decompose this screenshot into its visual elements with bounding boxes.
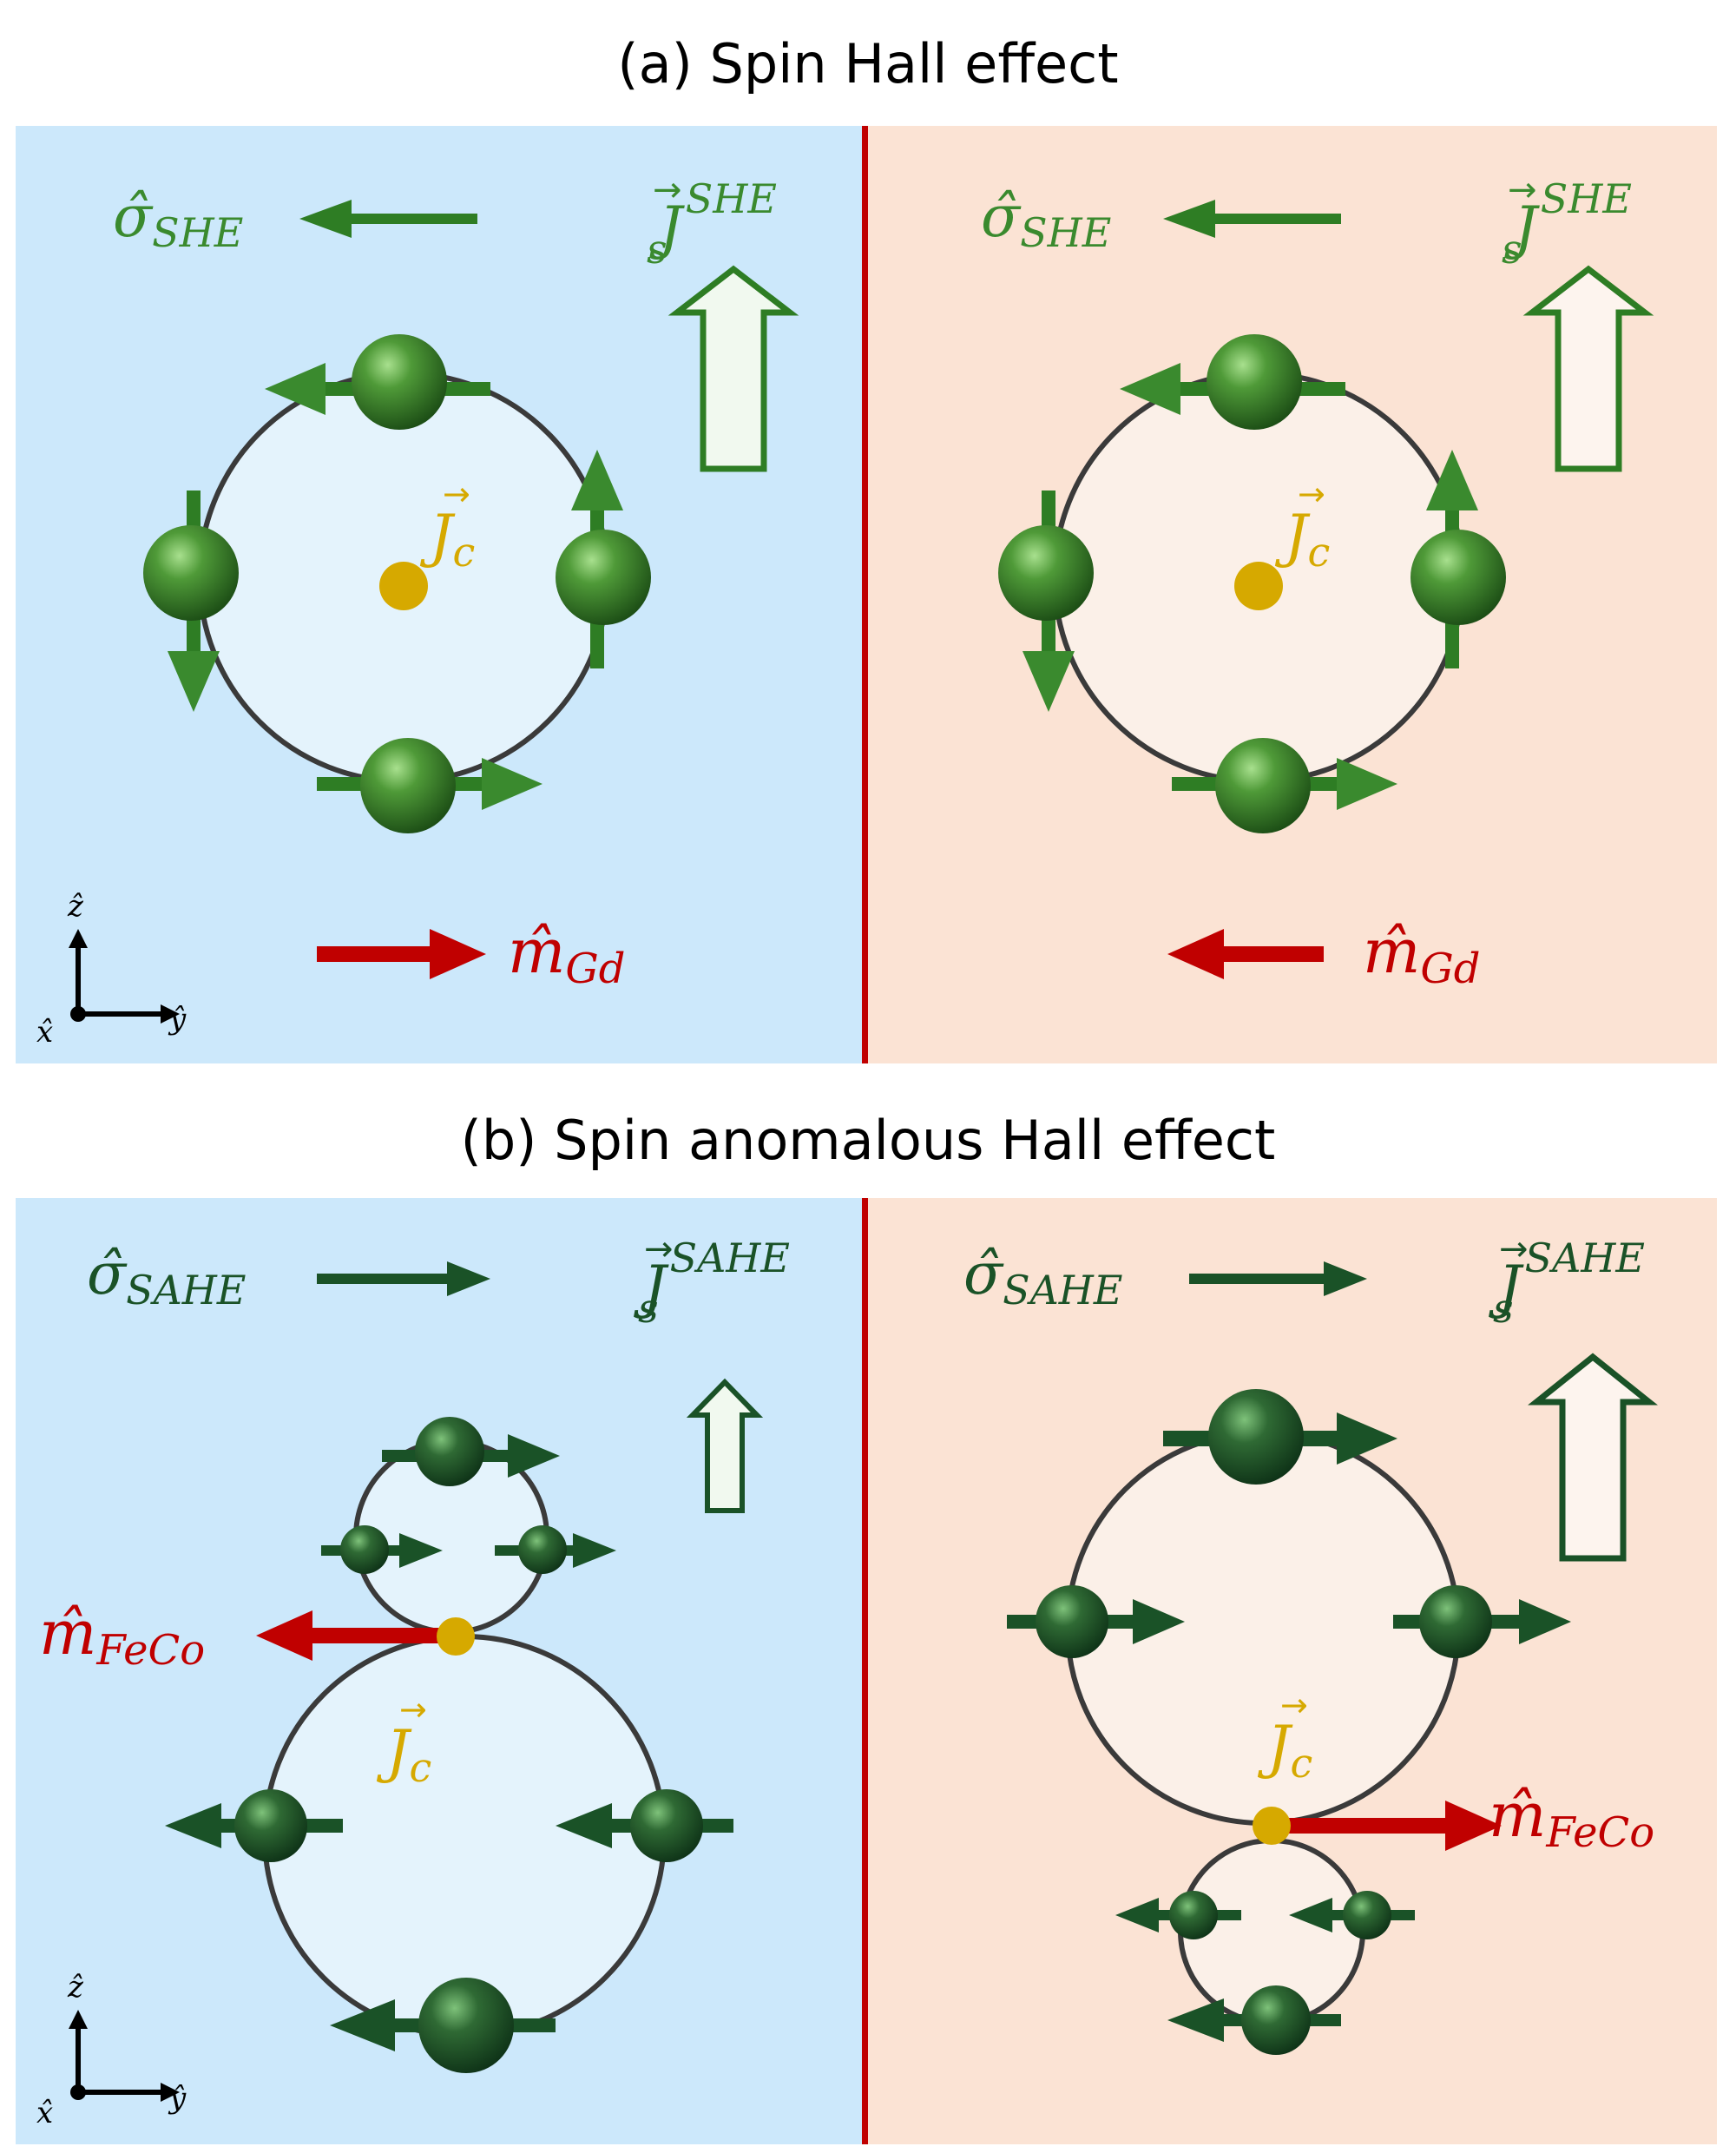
magnetization-arrow (1167, 929, 1324, 979)
magnetization-arrow (256, 1610, 456, 1661)
sigma-she-label: σ̂SHE (113, 183, 243, 256)
axis-y-label: ŷ (168, 2081, 187, 2116)
spin-electron-large-bottom (330, 1978, 556, 2073)
js-spin-current-arrow (1528, 1353, 1658, 1562)
sigma-direction-arrow (1163, 200, 1341, 238)
spin-electron-small-left (1115, 1891, 1241, 1939)
sigma-she-label: σ̂SHE (981, 183, 1111, 256)
spin-electron-small-right (495, 1525, 616, 1574)
m-feco-label: m̂FeCo (1489, 1780, 1654, 1857)
sigma-direction-arrow (1189, 1261, 1367, 1296)
spin-electron-large-right (556, 1789, 733, 1862)
spin-electron-small-left (321, 1525, 443, 1574)
coordinate-axes: ẑ ŷ x̂ (36, 889, 187, 1050)
coordinate-axes: ẑ ŷ x̂ (36, 1970, 187, 2130)
spin-electron-left (998, 491, 1094, 712)
jc-vector-arrow-glyph: → (443, 475, 470, 513)
js-spin-current-arrow (1522, 265, 1654, 472)
charge-current-dot (437, 1617, 475, 1656)
spin-electron-large-left (165, 1789, 343, 1862)
m-gd-label: m̂Gd (1363, 916, 1480, 993)
spin-electron-right (556, 450, 651, 668)
spin-electron-small-right (1289, 1891, 1415, 1939)
sigma-direction-arrow (299, 200, 477, 238)
panel-b-divider (862, 1198, 868, 2144)
axis-y-label: ŷ (168, 1002, 187, 1037)
sigma-sahe-label: σ̂SAHE (963, 1241, 1123, 1314)
magnetization-arrow (317, 929, 486, 979)
spin-electron-large-right (1393, 1585, 1571, 1658)
panel-a-divider (862, 126, 868, 1063)
spin-electron-small-bottom (1167, 1985, 1341, 2055)
js-vector-arrow-glyph: → (1499, 1229, 1529, 1269)
spin-electron-bottom (317, 738, 542, 833)
spin-electron-top (1120, 334, 1345, 430)
js-spin-current-arrow (667, 265, 799, 472)
spin-electron-small-top (382, 1417, 560, 1486)
js-vector-arrow-glyph: → (653, 170, 682, 210)
js-spin-current-arrow (686, 1378, 764, 1513)
panel-a-title: (a) Spin Hall effect (617, 32, 1118, 95)
charge-current-dot (379, 562, 428, 610)
spin-electron-large-top (1163, 1389, 1397, 1485)
spin-electron-bottom (1172, 738, 1397, 833)
charge-current-dot (1234, 562, 1283, 610)
axis-x-label: x̂ (36, 1015, 53, 1050)
js-vector-arrow-glyph: → (644, 1229, 674, 1269)
spin-electron-left (143, 491, 239, 712)
m-gd-label: m̂Gd (508, 916, 625, 993)
jc-vector-arrow-glyph: → (1280, 1686, 1308, 1724)
panel-b-title: (b) Spin anomalous Hall effect (461, 1109, 1276, 1172)
jc-vector-arrow-glyph: → (399, 1690, 427, 1728)
charge-current-dot (1253, 1807, 1291, 1845)
magnetization-arrow (1276, 1801, 1502, 1851)
jc-vector-arrow-glyph: → (1298, 475, 1325, 513)
axis-z-label: ẑ (67, 889, 84, 924)
sigma-direction-arrow (317, 1261, 490, 1296)
spin-electron-large-left (1007, 1585, 1185, 1658)
axis-z-label: ẑ (67, 1970, 84, 2005)
axis-x-label: x̂ (36, 2096, 53, 2130)
sigma-sahe-label: σ̂SAHE (87, 1241, 247, 1314)
js-vector-arrow-glyph: → (1508, 170, 1537, 210)
m-feco-label: m̂FeCo (39, 1597, 205, 1675)
spin-electron-top (265, 334, 490, 430)
spin-electron-right (1410, 450, 1506, 668)
